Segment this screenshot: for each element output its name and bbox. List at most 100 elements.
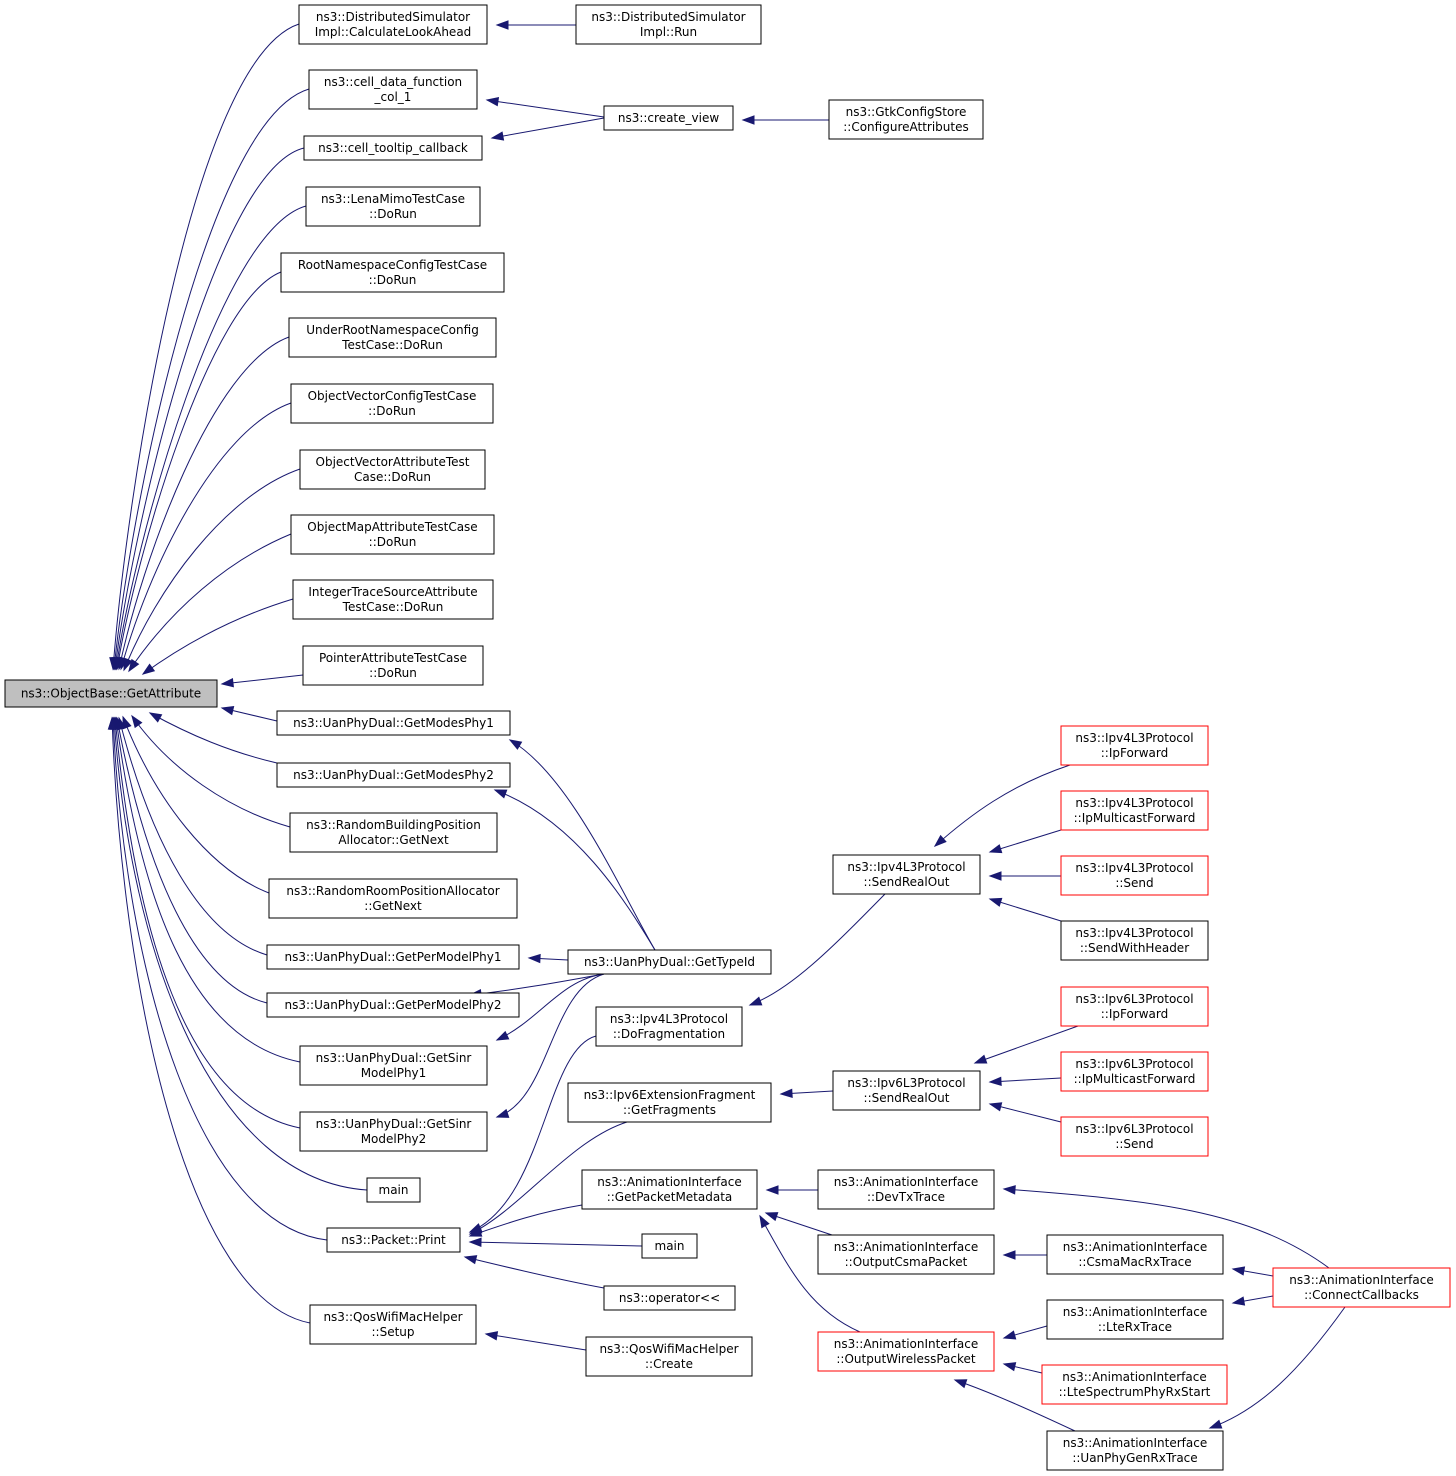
edge-line bbox=[954, 1379, 1076, 1432]
node-box bbox=[567, 949, 772, 975]
edge-aicc-to-aiupg bbox=[1208, 1306, 1346, 1429]
arrowhead-icon bbox=[765, 1185, 779, 1195]
node-box bbox=[305, 186, 481, 227]
node-itsa[interactable]: IntegerTraceSourceAttributeTestCase::DoR… bbox=[292, 579, 494, 620]
node-label: ns3::QosWifiMacHelper bbox=[323, 1310, 462, 1324]
node-lena[interactable]: ns3::LenaMimoTestCase::DoRun bbox=[305, 186, 481, 227]
node-ip6getfrag[interactable]: ns3::Ipv6ExtensionFragment::GetFragments bbox=[567, 1082, 772, 1123]
arrowhead-icon bbox=[779, 1088, 793, 1099]
edge-line bbox=[115, 205, 307, 670]
node-ip6mfwd[interactable]: ns3::Ipv6L3Protocol::IpMulticastForward bbox=[1060, 1051, 1209, 1092]
node-gmp1[interactable]: ns3::UanPhyDual::GetModesPhy1 bbox=[276, 710, 511, 736]
node-ip4swh[interactable]: ns3::Ipv4L3Protocol::SendWithHeader bbox=[1060, 920, 1209, 961]
node-box bbox=[302, 645, 484, 686]
edge-oplt-to-pprint bbox=[463, 1255, 605, 1289]
edge-line bbox=[974, 1025, 1079, 1064]
node-box bbox=[288, 317, 497, 358]
node-label: ::GetPacketMetadata bbox=[607, 1190, 733, 1204]
edge-line bbox=[116, 271, 282, 670]
node-box bbox=[1046, 1234, 1224, 1275]
node-pat[interactable]: PointerAttributeTestCase::DoRun bbox=[302, 645, 484, 686]
edge-ovc-to-root bbox=[119, 402, 292, 671]
node-rootns[interactable]: RootNamespaceConfigTestCase::DoRun bbox=[280, 252, 505, 293]
node-aiupg[interactable]: ns3::AnimationInterface::UanPhyGenRxTrac… bbox=[1046, 1430, 1224, 1471]
node-dofrag[interactable]: ns3::Ipv4L3Protocol::DoFragmentation bbox=[595, 1006, 743, 1047]
node-root[interactable]: ns3::ObjectBase::GetAttribute bbox=[4, 679, 218, 708]
node-ip6sro[interactable]: ns3::Ipv6L3Protocol::SendRealOut bbox=[832, 1070, 981, 1111]
node-box bbox=[280, 252, 505, 293]
node-aicmrx[interactable]: ns3::AnimationInterface::CsmaMacRxTrace bbox=[1046, 1234, 1224, 1275]
node-label: ::Send bbox=[1115, 876, 1153, 890]
node-box bbox=[290, 514, 495, 555]
node-gettypeid[interactable]: ns3::UanPhyDual::GetTypeId bbox=[567, 949, 772, 975]
edge-line bbox=[464, 1256, 605, 1289]
node-label: ::DoRun bbox=[369, 666, 417, 680]
node-oma[interactable]: ObjectMapAttributeTestCase::DoRun bbox=[290, 514, 495, 555]
edge-line bbox=[113, 717, 368, 1191]
node-ip4sro[interactable]: ns3::Ipv4L3Protocol::SendRealOut bbox=[832, 854, 981, 895]
edge-line bbox=[221, 674, 304, 685]
node-rrpa[interactable]: ns3::RandomRoomPositionAllocator::GetNex… bbox=[268, 878, 518, 919]
node-gtk[interactable]: ns3::GtkConfigStore::ConfigureAttributes bbox=[828, 99, 984, 140]
arrowhead-icon bbox=[988, 1076, 1002, 1087]
edge-line bbox=[934, 764, 1071, 847]
edge-aiowp-to-aigpm bbox=[759, 1214, 861, 1333]
node-box bbox=[1272, 1267, 1451, 1308]
node-label: Case::DoRun bbox=[354, 470, 431, 484]
node-create_view[interactable]: ns3::create_view bbox=[603, 105, 734, 131]
node-ailsp[interactable]: ns3::AnimationInterface::LteSpectrumPhyR… bbox=[1041, 1364, 1228, 1405]
node-ip4send[interactable]: ns3::Ipv4L3Protocol::Send bbox=[1060, 855, 1209, 896]
node-cdf[interactable]: ns3::cell_data_function_col_1 bbox=[308, 69, 478, 110]
node-label: UnderRootNamespaceConfig bbox=[306, 323, 479, 337]
node-aiocp[interactable]: ns3::AnimationInterface::OutputCsmaPacke… bbox=[817, 1234, 995, 1275]
arrowhead-icon bbox=[148, 712, 163, 723]
node-oplt[interactable]: ns3::operator<< bbox=[603, 1285, 736, 1311]
node-label: ::LteSpectrumPhyRxStart bbox=[1059, 1385, 1211, 1399]
node-box bbox=[1046, 1430, 1224, 1471]
node-qwmh_create[interactable]: ns3::QosWifiMacHelper::Create bbox=[585, 1336, 753, 1377]
node-ailrx[interactable]: ns3::AnimationInterface::LteRxTrace bbox=[1046, 1299, 1224, 1340]
edge-ip6mfwd-to-ip6sro bbox=[988, 1076, 1062, 1087]
node-box bbox=[1060, 920, 1209, 961]
node-aidtx[interactable]: ns3::AnimationInterface::DevTxTrace bbox=[817, 1169, 995, 1210]
node-aiowp[interactable]: ns3::AnimationInterface::OutputWirelessP… bbox=[817, 1331, 995, 1372]
node-box bbox=[1046, 1299, 1224, 1340]
node-dsi_cla[interactable]: ns3::DistributedSimulatorImpl::Calculate… bbox=[298, 4, 488, 45]
node-ip4fwd[interactable]: ns3::Ipv4L3Protocol::IpForward bbox=[1060, 725, 1209, 766]
node-ctc[interactable]: ns3::cell_tooltip_callback bbox=[303, 135, 483, 161]
node-box bbox=[366, 1177, 421, 1203]
node-aicc[interactable]: ns3::AnimationInterface::ConnectCallback… bbox=[1272, 1267, 1451, 1308]
node-ip6fwd[interactable]: ns3::Ipv6L3Protocol::IpForward bbox=[1060, 986, 1209, 1027]
node-main2[interactable]: main bbox=[641, 1233, 698, 1259]
node-ip4mfwd[interactable]: ns3::Ipv4L3Protocol::IpMulticastForward bbox=[1060, 790, 1209, 831]
node-rbpa[interactable]: ns3::RandomBuildingPositionAllocator::Ge… bbox=[289, 812, 498, 853]
node-pprint[interactable]: ns3::Packet::Print bbox=[326, 1227, 461, 1253]
node-label: ns3::AnimationInterface bbox=[834, 1337, 978, 1351]
arrowhead-icon bbox=[141, 663, 156, 675]
arrowhead-icon bbox=[485, 96, 500, 107]
node-aigpm[interactable]: ns3::AnimationInterface::GetPacketMetada… bbox=[581, 1169, 758, 1210]
node-label: ::DevTxTrace bbox=[867, 1190, 945, 1204]
node-label: ns3::UanPhyDual::GetSinr bbox=[316, 1051, 472, 1065]
node-gmp2[interactable]: ns3::UanPhyDual::GetModesPhy2 bbox=[276, 762, 511, 788]
node-gpmp1[interactable]: ns3::UanPhyDual::GetPerModelPhy1 bbox=[266, 944, 520, 970]
arrowhead-icon bbox=[764, 1212, 779, 1222]
node-main1[interactable]: main bbox=[366, 1177, 421, 1203]
node-ip6send[interactable]: ns3::Ipv6L3Protocol::Send bbox=[1060, 1116, 1209, 1157]
edge-gtk-to-create_view bbox=[741, 115, 829, 125]
node-label: ::DoRun bbox=[369, 273, 417, 287]
node-gpmp2[interactable]: ns3::UanPhyDual::GetPerModelPhy2 bbox=[266, 992, 520, 1018]
edge-line bbox=[112, 717, 328, 1241]
edge-gpmp1-to-root bbox=[117, 716, 268, 956]
node-ovc[interactable]: ObjectVectorConfigTestCase::DoRun bbox=[290, 383, 494, 424]
node-label: RootNamespaceConfigTestCase bbox=[298, 258, 487, 272]
node-box bbox=[595, 1006, 743, 1047]
edge-ip4mfwd-to-ip4sro bbox=[988, 829, 1062, 854]
node-label: ns3::cell_data_function bbox=[324, 75, 462, 89]
node-qwmh_setup[interactable]: ns3::QosWifiMacHelper::Setup bbox=[309, 1304, 477, 1345]
